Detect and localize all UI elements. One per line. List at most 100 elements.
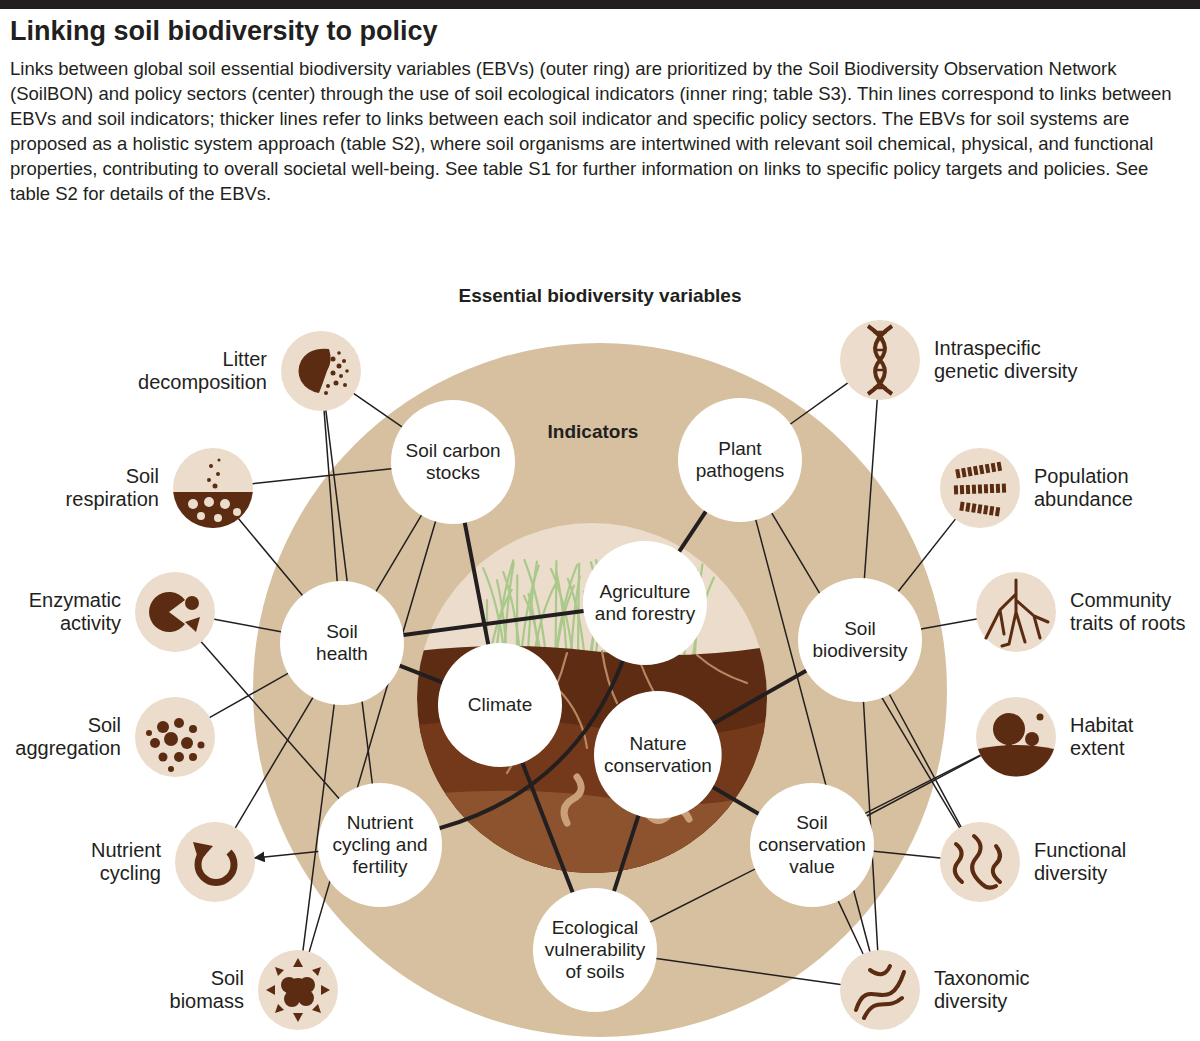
indicator-link xyxy=(239,519,303,596)
policy-link xyxy=(679,512,705,552)
ebv-label: Soil biomass xyxy=(150,967,246,1013)
indicator-link xyxy=(874,851,941,858)
grass-blade xyxy=(516,575,519,655)
circle-fill xyxy=(583,541,707,665)
ebv-icon: Soil biomass xyxy=(258,950,338,1030)
circle-fill xyxy=(798,578,922,702)
circle-fill xyxy=(533,888,657,1012)
grass-blade xyxy=(568,579,585,655)
indicator-link xyxy=(326,411,372,784)
indicator-link xyxy=(838,901,863,954)
ebv-icon: Intraspecific genetic diversity xyxy=(840,320,920,400)
indicator-circle: Soil carbon stocks xyxy=(391,400,515,524)
ebv-label: Enzymatic activity xyxy=(19,589,123,635)
indicator-link xyxy=(201,642,339,799)
icon-ground xyxy=(135,697,215,777)
node-text: Agriculture and forestry xyxy=(587,581,703,625)
ebv-label: Soil aggregation xyxy=(3,714,123,760)
indicator-link xyxy=(324,411,337,581)
ring-fill xyxy=(253,343,947,1037)
icon-shape xyxy=(135,572,215,652)
icon-ground xyxy=(976,572,1056,652)
icon-shape xyxy=(173,448,253,528)
indicator-circle: Soil conservation value xyxy=(750,783,874,907)
policy-link xyxy=(400,666,443,683)
indicator-circle: Soil biodiversity xyxy=(798,578,922,702)
ebv-icon: Functional diversity xyxy=(940,822,1020,902)
icon-ground xyxy=(976,697,1056,777)
icon-glyph xyxy=(856,966,904,1018)
ebv-icon: Soil respiration xyxy=(173,448,253,528)
node-text: Nature conservation xyxy=(602,733,714,777)
ebv-label: Population abundance xyxy=(1032,465,1156,511)
indicator-ring: IndicatorsSoil carbon stocksPlant pathog… xyxy=(253,343,947,1037)
policy-link xyxy=(713,787,758,814)
icon-shape xyxy=(258,950,338,1030)
indicator-link xyxy=(656,959,840,985)
circle-fill xyxy=(391,400,515,524)
icon-ground xyxy=(175,822,255,902)
node-text: Soil conservation value xyxy=(753,812,871,878)
ebv-label: Soil respiration xyxy=(47,465,161,511)
icon-ground xyxy=(840,320,920,400)
ebv-icon: Enzymatic activity xyxy=(135,572,215,652)
icon-shape xyxy=(976,697,1056,777)
indicators-heading: Indicators xyxy=(545,421,642,443)
policy-link xyxy=(440,661,623,828)
ebv-icon: Community traits of roots xyxy=(976,572,1056,652)
icon-shape xyxy=(840,320,920,400)
node-text: Soil biodiversity xyxy=(805,618,915,662)
top-rule xyxy=(0,0,1200,9)
policy-link xyxy=(465,523,488,644)
policy-circle: Nature conservation xyxy=(594,691,722,819)
icon-glyph xyxy=(266,958,330,1022)
icon-shape xyxy=(135,697,215,777)
indicator-link xyxy=(890,695,962,827)
ebv-icon: Litter decomposition xyxy=(281,331,361,411)
indicator-link xyxy=(309,522,435,952)
indicator-link xyxy=(253,469,392,484)
node-text: Ecological vulnerability of soils xyxy=(539,917,651,983)
indicator-link xyxy=(791,383,848,424)
icon-glyph xyxy=(149,592,200,632)
grass-blade xyxy=(503,572,520,655)
indicator-link xyxy=(303,705,334,951)
icon-ground xyxy=(840,950,920,1030)
grass-blade xyxy=(578,564,579,655)
icon-ground xyxy=(258,950,338,1030)
ebv-icon: Nutrient cycling xyxy=(175,822,255,902)
indicator-link xyxy=(864,702,878,950)
circle-fill xyxy=(280,581,404,705)
icon-shape xyxy=(940,822,1020,902)
indicator-link xyxy=(255,851,318,858)
policy-link xyxy=(614,816,638,891)
ebv-label: Community traits of roots xyxy=(1068,589,1194,635)
ebv-icon: Habitat extent xyxy=(976,697,1056,777)
policy-link xyxy=(714,671,807,724)
ebv-label: Litter decomposition xyxy=(115,348,269,394)
node-text: Soil carbon stocks xyxy=(398,440,508,484)
icon-glyph xyxy=(986,580,1048,646)
icon-glyph xyxy=(955,836,1000,888)
ebv-icon: Soil aggregation xyxy=(135,697,215,777)
node-text: Nutrient cycling and fertility xyxy=(318,812,442,878)
policy-circle: Agriculture and forestry xyxy=(583,541,707,665)
grass-blade xyxy=(483,568,505,655)
indicator-link xyxy=(236,515,422,827)
indicator-circle: Soil health xyxy=(280,581,404,705)
indicator-link xyxy=(772,513,960,828)
icon-ground xyxy=(135,572,215,652)
circle-fill xyxy=(318,783,442,907)
indicator-link xyxy=(898,519,955,591)
section-label: Essential biodiversity variables xyxy=(455,285,744,307)
policy-link xyxy=(404,611,584,635)
indicator-link xyxy=(650,755,980,922)
icon-glyph xyxy=(146,718,205,772)
node-text: Soil health xyxy=(302,621,382,665)
figure-caption: Links between global soil essential biod… xyxy=(10,56,1190,206)
icon-glyph xyxy=(978,713,1054,777)
indicator-link xyxy=(354,394,402,427)
icon-shape xyxy=(175,822,255,902)
grass-blade xyxy=(524,596,541,655)
